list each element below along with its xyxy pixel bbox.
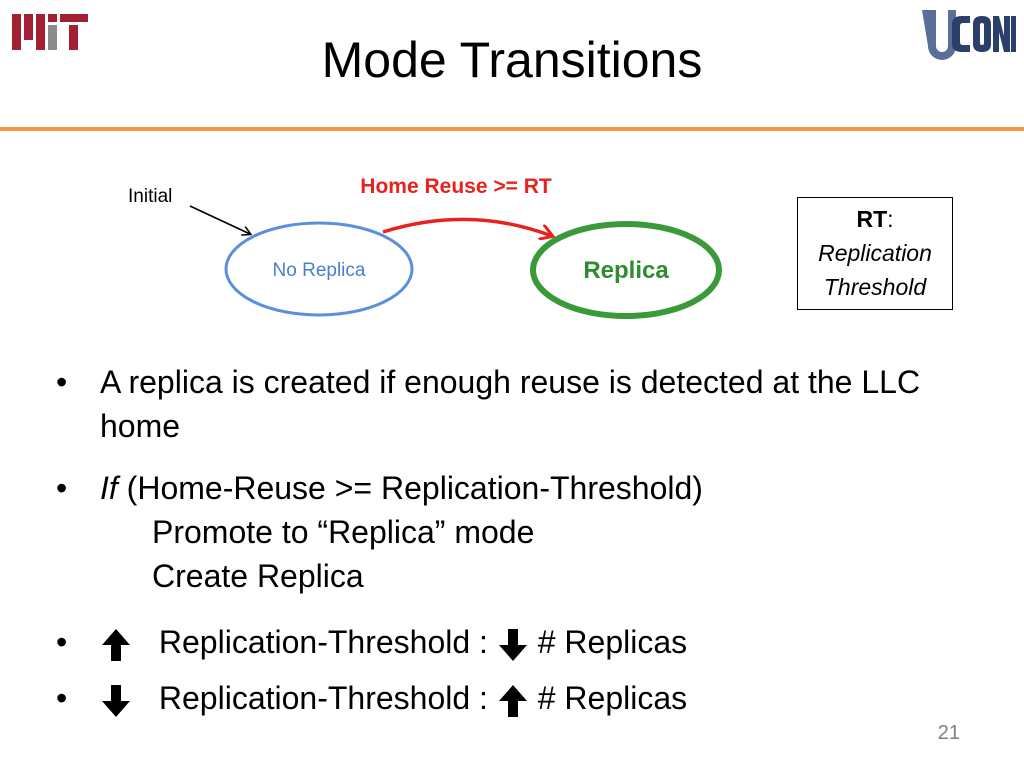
state-replica-label: Replica <box>583 257 669 284</box>
bullet-3: • Replication-Threshold : # Replicas <box>56 620 976 664</box>
transition-label: Home Reuse >= RT <box>360 175 552 198</box>
page-number: 21 <box>937 722 960 744</box>
bullet-4-right: # Replicas <box>528 680 688 716</box>
arrow-down-icon <box>498 628 527 661</box>
title-divider <box>0 127 1024 131</box>
initial-arrow <box>189 205 250 234</box>
bullet-marker: • <box>56 364 68 400</box>
bullet-marker: • <box>56 680 68 716</box>
bullet-1: • A replica is created if enough reuse i… <box>56 360 976 448</box>
bullet-marker: • <box>56 624 68 660</box>
state-no-replica <box>224 221 414 317</box>
bullet-1-text: A replica is created if enough reuse is … <box>100 364 921 444</box>
rt-legend-box: RT: Replication Threshold <box>797 197 953 310</box>
rt-line2: Threshold <box>823 274 927 300</box>
if-keyword: If <box>100 470 118 506</box>
create-line: Create Replica <box>152 558 364 594</box>
promote-line: Promote to “Replica” mode <box>152 514 535 550</box>
if-condition: (Home-Reuse >= Replication-Threshold) <box>117 470 703 506</box>
bullet-2: • If (Home-Reuse >= Replication-Threshol… <box>56 466 976 598</box>
rt-line1: Replication <box>818 240 932 266</box>
bullet-marker: • <box>56 470 68 506</box>
state-replica <box>530 221 722 319</box>
bullet-3-right: # Replicas <box>528 624 688 660</box>
arrow-up-icon <box>498 684 527 717</box>
bullet-list: • A replica is created if enough reuse i… <box>56 360 976 720</box>
state-no-replica-label: No Replica <box>273 260 366 281</box>
state-diagram: Initial No Replica Replica Home Reuse >=… <box>128 175 722 319</box>
transition-arrow <box>382 217 552 236</box>
bullet-4-left: Replication-Threshold : <box>158 680 497 716</box>
bullet-4: • Replication-Threshold : # Replicas <box>56 676 976 720</box>
arrow-down-icon <box>102 684 130 717</box>
arrow-up-icon <box>102 628 130 661</box>
slide-title: Mode Transitions <box>321 32 703 88</box>
rt-abbrev: RT <box>856 206 888 232</box>
mit-logo <box>12 14 88 50</box>
bullet-3-left: Replication-Threshold : <box>158 624 497 660</box>
uconn-logo <box>922 10 1016 60</box>
rt-colon: : <box>887 206 894 232</box>
initial-label: Initial <box>128 186 172 207</box>
